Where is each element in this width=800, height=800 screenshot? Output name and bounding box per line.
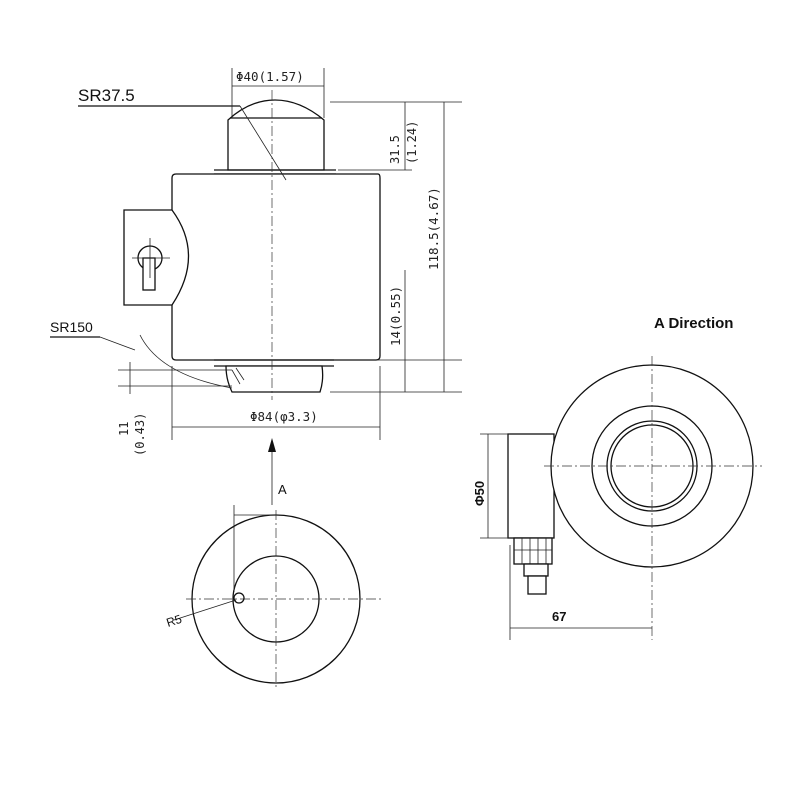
side-view: SR37.5 SR150 Φ40(1.57) Φ84(φ3.3) 31.5 (1… bbox=[50, 68, 462, 456]
arrow-a-label: A bbox=[278, 482, 287, 497]
sr-top-label: SR37.5 bbox=[78, 86, 135, 105]
a-direction-view: A Direction Φ50 67 bbox=[472, 315, 762, 640]
height-base-label: 11 bbox=[117, 422, 131, 436]
dia-a-label: Φ50 bbox=[472, 481, 487, 506]
connector-housing bbox=[507, 433, 555, 539]
height-base-in-label: (0.43) bbox=[133, 413, 147, 456]
width-a-label: 67 bbox=[552, 609, 566, 624]
dia-body-label: Φ84(φ3.3) bbox=[250, 409, 318, 424]
body bbox=[171, 173, 381, 361]
height-mid-label: 14(0.55) bbox=[388, 286, 403, 346]
height-top-in-label: (1.24) bbox=[405, 121, 419, 164]
cable bbox=[527, 575, 547, 595]
sr-bottom-label: SR150 bbox=[50, 319, 93, 335]
height-top-label: 31.5 bbox=[388, 135, 402, 164]
height-total-label: 118.5(4.67) bbox=[426, 187, 441, 270]
dia-top-label: Φ40(1.57) bbox=[236, 69, 304, 84]
a-direction-title: A Direction bbox=[654, 315, 733, 332]
radius-label: R5 bbox=[165, 612, 184, 630]
r5-hole bbox=[233, 592, 245, 604]
arrow-a bbox=[268, 438, 276, 452]
connector-boss bbox=[123, 209, 190, 306]
base bbox=[225, 365, 324, 393]
bottom-view: A R5 bbox=[165, 438, 382, 688]
